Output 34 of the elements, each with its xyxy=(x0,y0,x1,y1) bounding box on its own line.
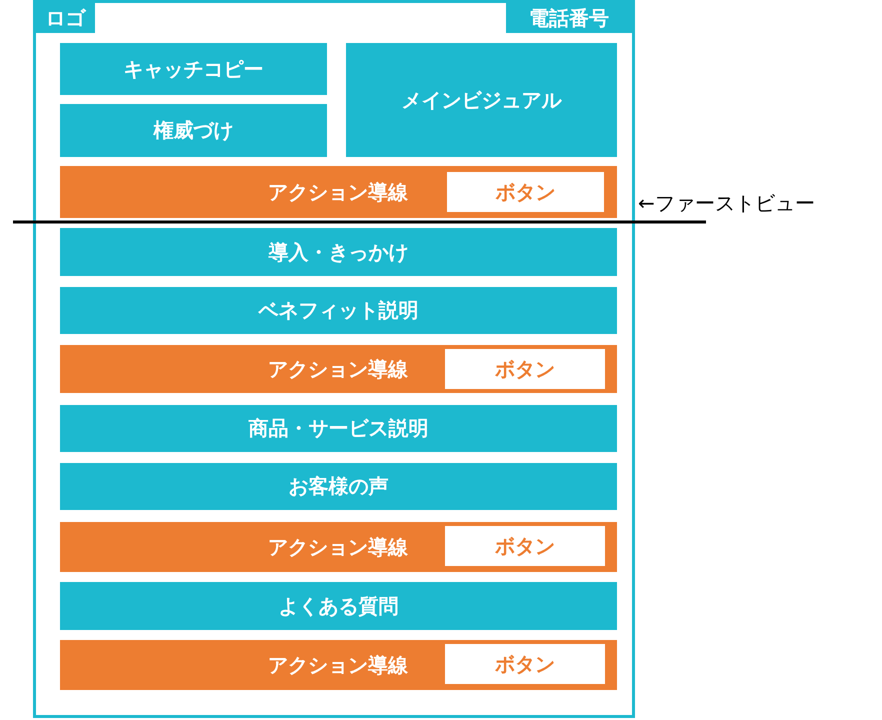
header-tab xyxy=(36,3,95,33)
cta-band xyxy=(60,166,617,218)
section-label: アクション導線 xyxy=(268,534,408,560)
cta-band xyxy=(60,345,617,393)
page-frame xyxy=(33,0,635,718)
section-label: 商品・サービス説明 xyxy=(248,415,428,442)
cta-button: ボタン xyxy=(443,347,607,391)
section-label: ベネフィット説明 xyxy=(258,297,418,324)
fold-note: ←ファーストビュー xyxy=(638,190,815,217)
section-block xyxy=(60,463,617,510)
section-block xyxy=(60,104,327,157)
tab-label: ロゴ xyxy=(46,4,86,32)
section-label: よくある質問 xyxy=(278,592,398,620)
cta-band xyxy=(60,522,617,572)
section-label: アクション導線 xyxy=(268,652,408,678)
section-block xyxy=(60,43,327,95)
tab-label: 電話番号 xyxy=(529,4,609,32)
header-tab xyxy=(506,3,632,33)
section-label: 権威づけ xyxy=(154,117,234,144)
section-block xyxy=(60,287,617,334)
section-label: キャッチコピー xyxy=(124,56,264,82)
section-label: お客様の声 xyxy=(288,473,388,500)
cta-button: ボタン xyxy=(443,524,607,568)
section-label: アクション導線 xyxy=(268,178,408,206)
section-label: アクション導線 xyxy=(268,356,408,382)
section-block xyxy=(346,43,617,157)
cta-band xyxy=(60,640,617,690)
section-block xyxy=(60,582,617,630)
cta-button: ボタン xyxy=(443,642,607,686)
section-block xyxy=(60,228,617,276)
cta-button: ボタン xyxy=(445,170,606,214)
section-block xyxy=(60,405,617,452)
section-label: メインビジュアル xyxy=(402,86,562,114)
section-label: 導入・きっかけ xyxy=(268,238,408,266)
